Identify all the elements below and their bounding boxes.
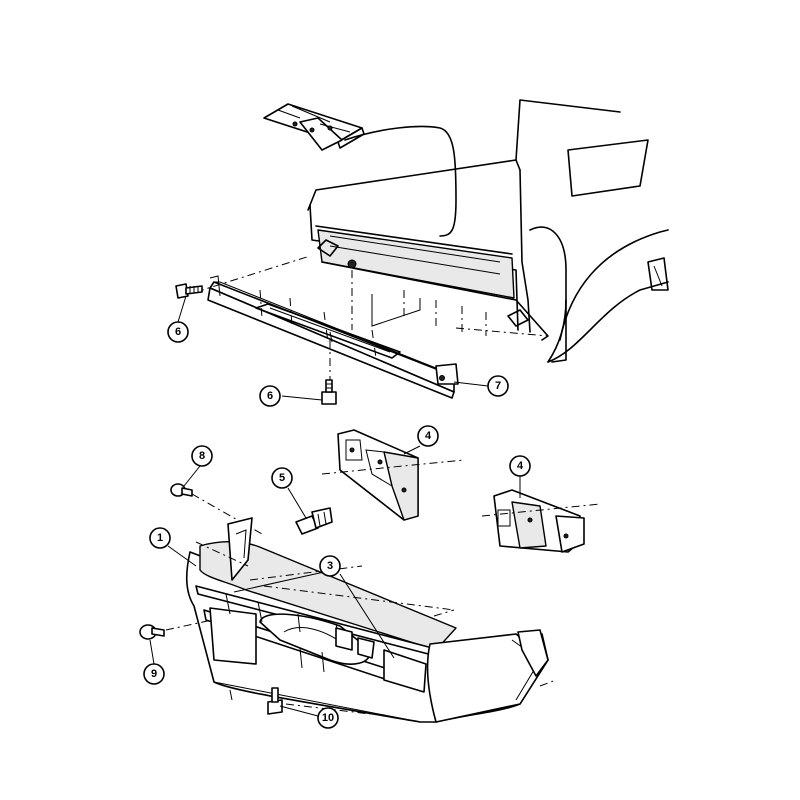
svg-text:7: 7 <box>495 380 501 392</box>
bumper-bracket-right <box>481 489 601 553</box>
callout-3: 3 <box>319 555 341 577</box>
callout-6-upper: 6 <box>167 321 189 343</box>
callout-8: 8 <box>191 445 213 467</box>
svg-text:5: 5 <box>279 472 285 484</box>
callout-7: 7 <box>487 375 509 397</box>
callout-4-right: 4 <box>509 455 531 477</box>
push-rivet-icon <box>295 507 333 535</box>
clip-icon <box>139 624 165 640</box>
bolt-icon <box>321 379 337 405</box>
svg-text:1: 1 <box>157 532 163 544</box>
svg-text:4: 4 <box>425 430 432 442</box>
vehicle-body <box>307 99 669 363</box>
svg-text:4: 4 <box>517 460 524 472</box>
bumper-bracket-left <box>321 429 465 521</box>
clip-icon <box>267 687 283 715</box>
upper-leader-lines <box>195 255 549 380</box>
bumper-reinforcement-bar <box>207 275 459 399</box>
top-mount-bracket <box>263 103 457 237</box>
callout-6-lower: 6 <box>259 385 281 407</box>
svg-text:10: 10 <box>322 712 334 724</box>
svg-text:6: 6 <box>267 390 273 402</box>
callout-4-left: 4 <box>417 425 439 447</box>
callout-10: 10 <box>317 707 339 729</box>
svg-text:6: 6 <box>175 326 181 338</box>
bolt-icon <box>175 283 203 299</box>
svg-text:3: 3 <box>327 560 333 572</box>
svg-text:9: 9 <box>151 668 157 680</box>
callout-9: 9 <box>143 663 165 685</box>
bumper-fascia <box>185 517 549 723</box>
svg-text:8: 8 <box>199 450 205 462</box>
callout-leaders <box>149 295 521 717</box>
callout-1: 1 <box>149 527 171 549</box>
callout-5: 5 <box>271 467 293 489</box>
